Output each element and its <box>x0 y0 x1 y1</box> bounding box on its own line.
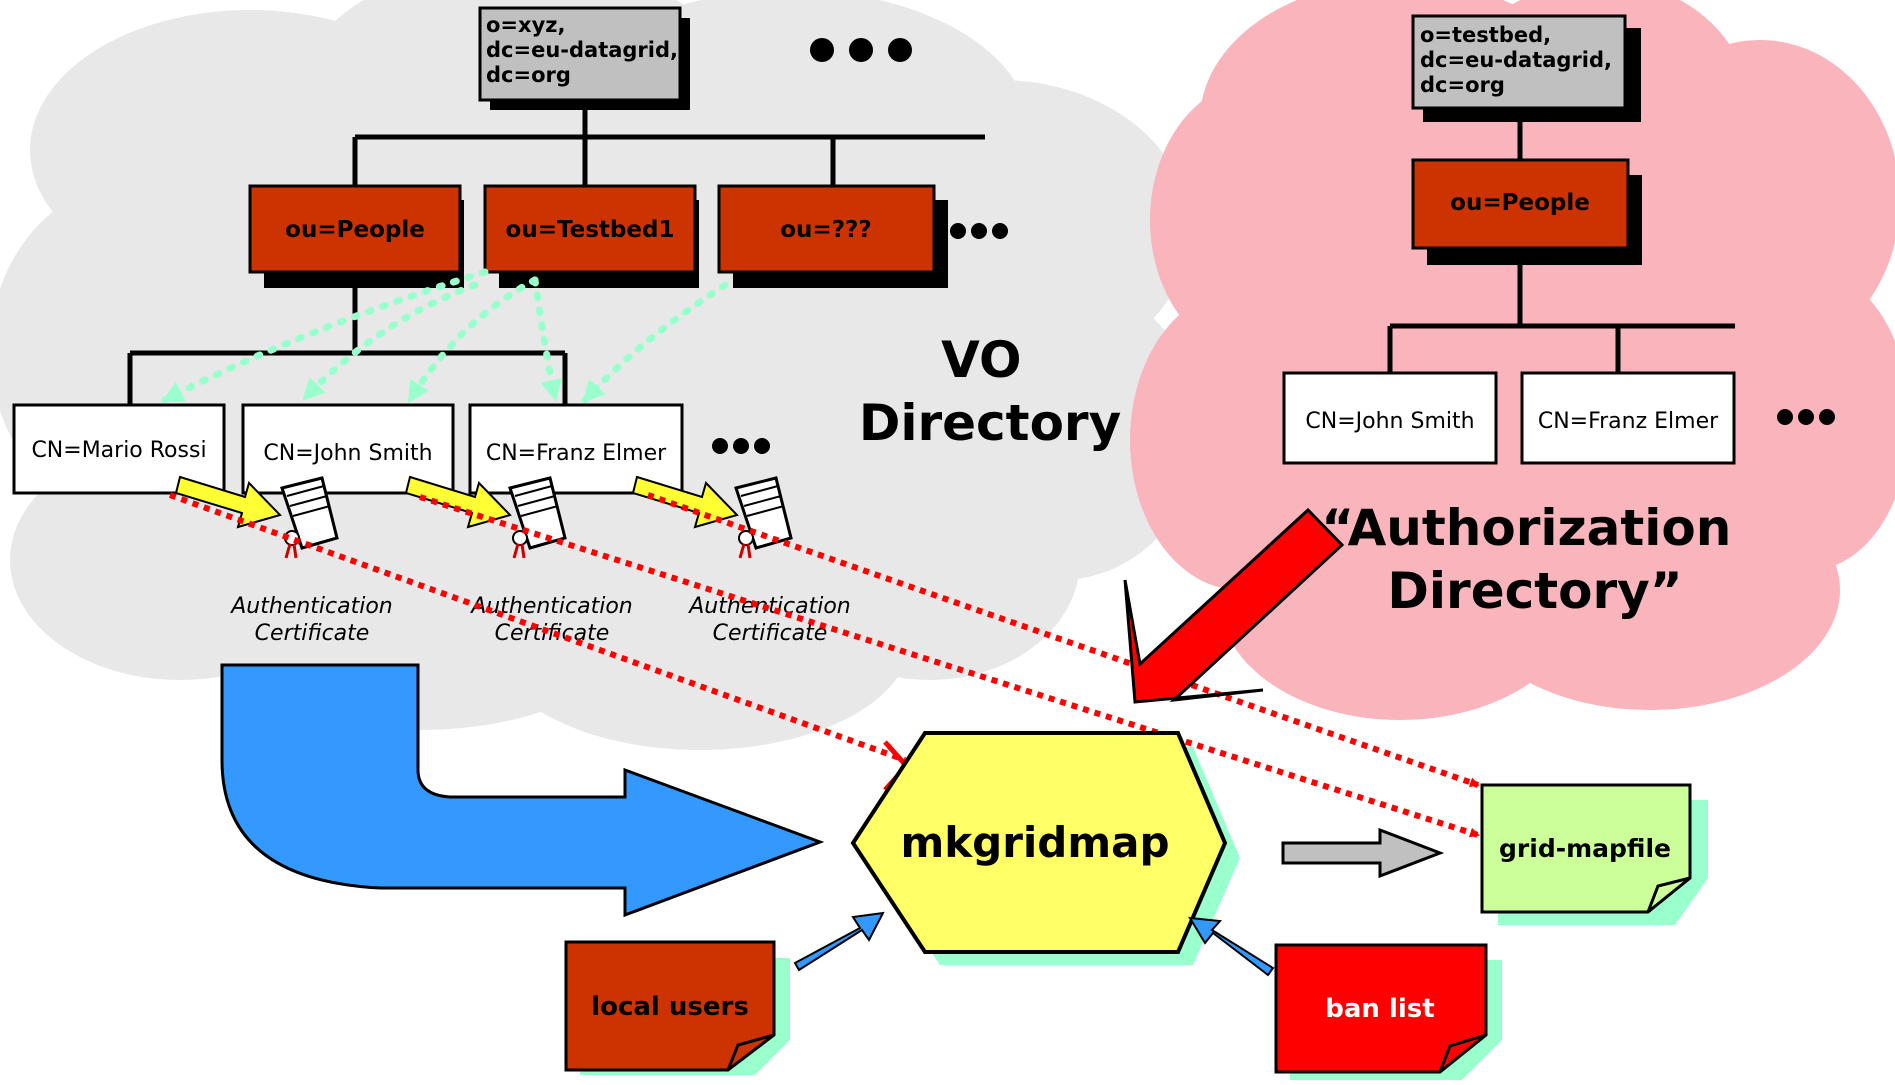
certificate-icon-2 <box>508 476 567 559</box>
grid-mapfile-note: grid-mapfile <box>1480 783 1708 925</box>
vo-root-line-3: dc=org <box>486 63 571 87</box>
svg-text:ban list: ban list <box>1325 994 1434 1024</box>
svg-text:ou=People: ou=People <box>285 217 425 243</box>
vo-cn-john-smith: CN=John Smith <box>241 403 455 495</box>
svg-text:ou=???: ou=??? <box>780 217 871 243</box>
svg-text:ou=Testbed1: ou=Testbed1 <box>506 217 675 243</box>
authorization-directory-label: “Authorization Directory” <box>1321 499 1749 620</box>
blue-flow-arrow <box>220 663 825 918</box>
mkgridmap-label: mkgridmap <box>900 818 1169 867</box>
vo-root-line-1: o=xyz, <box>486 13 565 37</box>
svg-text:grid-mapfile: grid-mapfile <box>1499 834 1671 863</box>
auth-ou-node-people: ou=People <box>1411 158 1642 265</box>
vo-tree-lines <box>127 110 985 405</box>
auth-cn-franz-elmer: CN=Franz Elmer <box>1520 371 1736 465</box>
local-users-arrow <box>793 911 885 972</box>
svg-text:CN=Mario Rossi: CN=Mario Rossi <box>31 438 206 463</box>
vo-top-ellipsis <box>810 38 912 62</box>
local-users-note: local users <box>564 940 790 1075</box>
gray-output-arrow <box>1281 827 1445 879</box>
vo-cn-ellipsis <box>712 438 770 454</box>
cert-icons <box>280 476 793 559</box>
ban-list-arrow <box>1188 916 1275 977</box>
vo-cn-mario-rossi: CN=Mario Rossi <box>12 403 226 495</box>
auth-root-node: o=testbed, dc=eu-datagrid, dc=org <box>1411 14 1641 122</box>
svg-text:local users: local users <box>591 992 749 1022</box>
vo-cn-franz-elmer: CN=Franz Elmer <box>468 403 684 495</box>
ban-list-note: ban list <box>1274 943 1502 1080</box>
auth-cn-john-smith: CN=John Smith <box>1282 371 1498 465</box>
ou-to-cn-links <box>161 268 729 404</box>
vo-ou-node-people: ou=People <box>248 184 464 288</box>
vo-ou-node-unknown: ou=??? <box>717 184 948 288</box>
red-dotted-links <box>168 492 1480 838</box>
mkgridmap-hexagon <box>850 731 1228 954</box>
vo-root-node: o=xyz, dc=eu-datagrid, dc=org <box>478 6 690 110</box>
certificate-icon-1 <box>280 476 339 559</box>
red-authorization-arrow <box>1123 507 1345 704</box>
svg-text:CN=Franz Elmer: CN=Franz Elmer <box>1538 409 1719 434</box>
vo-ou-ellipsis <box>950 223 1008 239</box>
svg-text:o=testbed, dc=eu-datagri: o=testbed, dc=eu-datagrid, dc=org <box>1420 23 1619 97</box>
auth-cn-ellipsis <box>1777 409 1835 425</box>
vo-ou-node-testbed1: ou=Testbed1 <box>483 184 699 288</box>
svg-text:CN=Franz Elmer: CN=Franz Elmer <box>486 441 667 466</box>
svg-text:CN=John Smith: CN=John Smith <box>1305 409 1474 434</box>
vo-directory-label: VO Directory <box>859 331 1121 452</box>
svg-text:ou=People: ou=People <box>1450 190 1590 216</box>
vo-root-line-2: dc=eu-datagrid, <box>486 38 678 62</box>
certificate-icon-3 <box>734 476 793 559</box>
svg-text:CN=John Smith: CN=John Smith <box>263 441 432 466</box>
svg-text:o=xyz, dc=eu-datagrid,: o=xyz, dc=eu-datagrid, dc=org <box>486 13 685 87</box>
